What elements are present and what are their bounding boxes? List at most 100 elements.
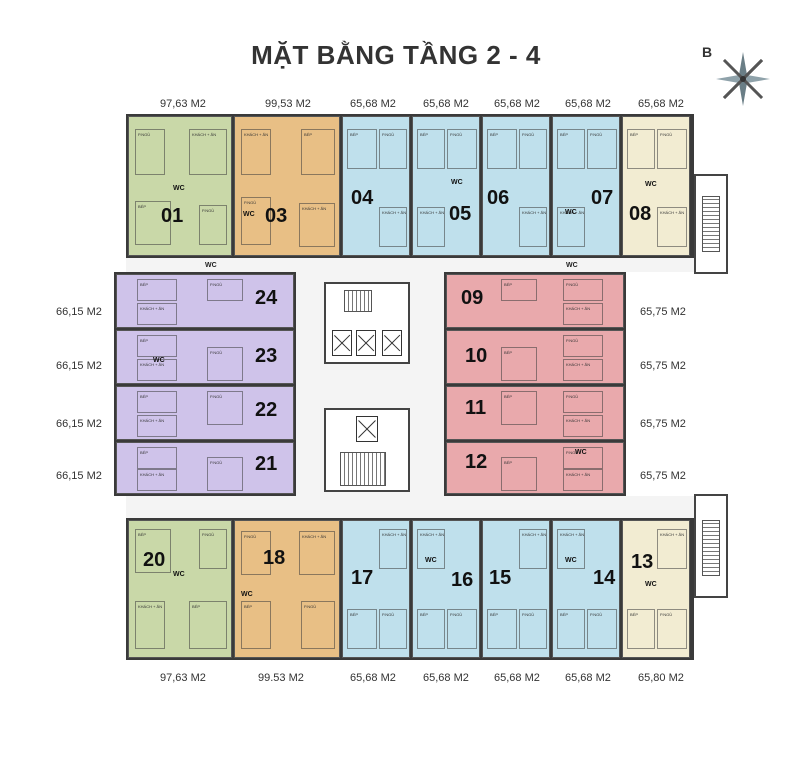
room-label: P.NGỦ — [566, 394, 579, 399]
room-label: BẾP — [504, 282, 513, 287]
area-label-07: 65,68 M2 — [565, 98, 611, 110]
room-label: BẾP — [560, 132, 569, 137]
room-label: KHÁCH + ĂN — [420, 210, 445, 215]
unit-17[interactable]: KHÁCH + ĂN BẾP P.NGỦ 17 — [342, 520, 410, 658]
room-label: KHÁCH + ĂN — [560, 532, 585, 537]
core-lower — [324, 408, 410, 492]
room-label: BẾP — [192, 604, 201, 609]
area-label-05: 65,68 M2 — [423, 98, 469, 110]
unit-01[interactable]: P.NGỦ KHÁCH + ĂN BẾP P.NGỦ WC 01 — [128, 116, 232, 256]
unit-number: 03 — [265, 205, 288, 227]
area-label-11: 65,75 M2 — [640, 418, 686, 430]
unit-number: 16 — [451, 569, 474, 591]
unit-23[interactable]: BẾP P.NGỦ KHÁCH + ĂN WC 23 — [116, 330, 294, 384]
unit-16[interactable]: KHÁCH + ĂN BẾP P.NGỦ WC 16 — [412, 520, 480, 658]
room-label: BẾP — [630, 132, 639, 137]
room-label: P.NGỦ — [450, 612, 463, 617]
room-label: BẾP — [350, 612, 359, 617]
room-label: KHÁCH + ĂN — [382, 532, 407, 537]
area-label-13: 65,80 M2 — [638, 672, 684, 684]
room-label: KHÁCH + ĂN — [660, 210, 685, 215]
room-label: BẾP — [504, 350, 513, 355]
room-label: BẾP — [630, 612, 639, 617]
area-label-04: 65,68 M2 — [350, 98, 396, 110]
unit-07[interactable]: BẾP P.NGỦ KHÁCH + ĂN WC 07 — [552, 116, 620, 256]
unit-11[interactable]: BẾP P.NGỦ KHÁCH + ĂN 11 — [446, 386, 624, 440]
unit-number: 24 — [255, 287, 278, 309]
unit-number: 13 — [631, 551, 654, 573]
room-label: KHÁCH + ĂN — [302, 534, 327, 539]
room-label: KHÁCH + ĂN — [420, 532, 445, 537]
area-label-15: 65,68 M2 — [494, 672, 540, 684]
unit-13[interactable]: KHÁCH + ĂN BẾP P.NGỦ WC 13 — [622, 520, 690, 658]
room-label: BẾP — [490, 132, 499, 137]
room-label: P.NGỦ — [382, 132, 395, 137]
room-label: BẾP — [504, 394, 513, 399]
area-label-18: 99.53 M2 — [258, 672, 304, 684]
room-label: P.NGỦ — [244, 200, 257, 205]
unit-09[interactable]: BẾP P.NGỦ KHÁCH + ĂN 09 — [446, 274, 624, 328]
unit-number: 18 — [263, 547, 286, 569]
room-label: KHÁCH + ĂN — [138, 604, 163, 609]
room-label: KHÁCH + ĂN — [140, 306, 165, 311]
room-label: BẾP — [420, 612, 429, 617]
unit-05[interactable]: BẾP P.NGỦ KHÁCH + ĂN WC 05 — [412, 116, 480, 256]
unit-08[interactable]: BẾP P.NGỦ KHÁCH + ĂN WC 08 — [622, 116, 690, 256]
room-label: P.NGỦ — [244, 534, 257, 539]
unit-14[interactable]: KHÁCH + ĂN BẾP P.NGỦ WC 14 — [552, 520, 620, 658]
unit-number: 15 — [489, 567, 512, 589]
room-label: BẾP — [490, 612, 499, 617]
stair-upper — [344, 290, 372, 312]
room-label: P.NGỦ — [202, 208, 215, 213]
bottom-corridor — [126, 496, 694, 518]
room-label: BẾP — [420, 132, 429, 137]
unit-15[interactable]: KHÁCH + ĂN BẾP P.NGỦ 15 — [482, 520, 550, 658]
unit-number: 11 — [465, 397, 487, 419]
room-label: P.NGỦ — [522, 612, 535, 617]
elevator-3 — [382, 330, 402, 356]
area-label-10: 65,75 M2 — [640, 360, 686, 372]
room-label: P.NGỦ — [210, 350, 223, 355]
room-label: KHÁCH + ĂN — [302, 206, 327, 211]
area-label-03: 99,53 M2 — [265, 98, 311, 110]
room-label: BẾP — [140, 394, 149, 399]
unit-18[interactable]: P.NGỦ KHÁCH + ĂN BẾP P.NGỦ WC 18 — [234, 520, 340, 658]
elevator-1 — [332, 330, 352, 356]
room-label: BẾP — [138, 532, 147, 537]
area-label-06: 65,68 M2 — [494, 98, 540, 110]
room-label: KHÁCH + ĂN — [566, 472, 591, 477]
top-corridor — [126, 258, 694, 272]
area-label-16: 65,68 M2 — [423, 672, 469, 684]
unit-number: 09 — [461, 287, 484, 309]
unit-21[interactable]: BẾP P.NGỦ KHÁCH + ĂN 21 — [116, 442, 294, 494]
room-label: BẾP — [244, 604, 253, 609]
unit-number: 23 — [255, 345, 278, 367]
room-label: P.NGỦ — [210, 460, 223, 465]
unit-24[interactable]: BẾP P.NGỦ KHÁCH + ĂN 24 — [116, 274, 294, 328]
room-label: P.NGỦ — [660, 612, 673, 617]
area-label-20: 97,63 M2 — [160, 672, 206, 684]
unit-03[interactable]: KHÁCH + ĂN BẾP P.NGỦ KHÁCH + ĂN WC 03 — [234, 116, 340, 256]
unit-12[interactable]: BẾP P.NGỦ KHÁCH + ĂN WC 12 — [446, 442, 624, 494]
unit-04[interactable]: BẾP P.NGỦ KHÁCH + ĂN 04 — [342, 116, 410, 256]
unit-number: 10 — [465, 345, 488, 367]
room-label: BẾP — [140, 282, 149, 287]
room-label: KHÁCH + ĂN — [560, 210, 585, 215]
unit-10[interactable]: BẾP P.NGỦ KHÁCH + ĂN 10 — [446, 330, 624, 384]
unit-06[interactable]: BẾP P.NGỦ KHÁCH + ĂN 06 — [482, 116, 550, 256]
room-label: BẾP — [350, 132, 359, 137]
room-label: KHÁCH + ĂN — [522, 532, 547, 537]
room-label: KHÁCH + ĂN — [566, 418, 591, 423]
stair-tower-bottom-right — [694, 494, 728, 598]
unit-22[interactable]: BẾP P.NGỦ KHÁCH + ĂN 22 — [116, 386, 294, 440]
unit-number: 17 — [351, 567, 374, 589]
unit-20[interactable]: BẾP P.NGỦ KHÁCH + ĂN BẾP WC 20 — [128, 520, 232, 658]
area-label-14: 65,68 M2 — [565, 672, 611, 684]
compass-letter: B — [702, 44, 713, 60]
room-label: P.NGỦ — [590, 612, 603, 617]
stair-tower-top-right — [694, 174, 728, 274]
unit-number: 22 — [255, 399, 278, 421]
room-label: BẾP — [504, 460, 513, 465]
core-upper — [324, 282, 410, 364]
unit-number: 06 — [487, 187, 510, 209]
